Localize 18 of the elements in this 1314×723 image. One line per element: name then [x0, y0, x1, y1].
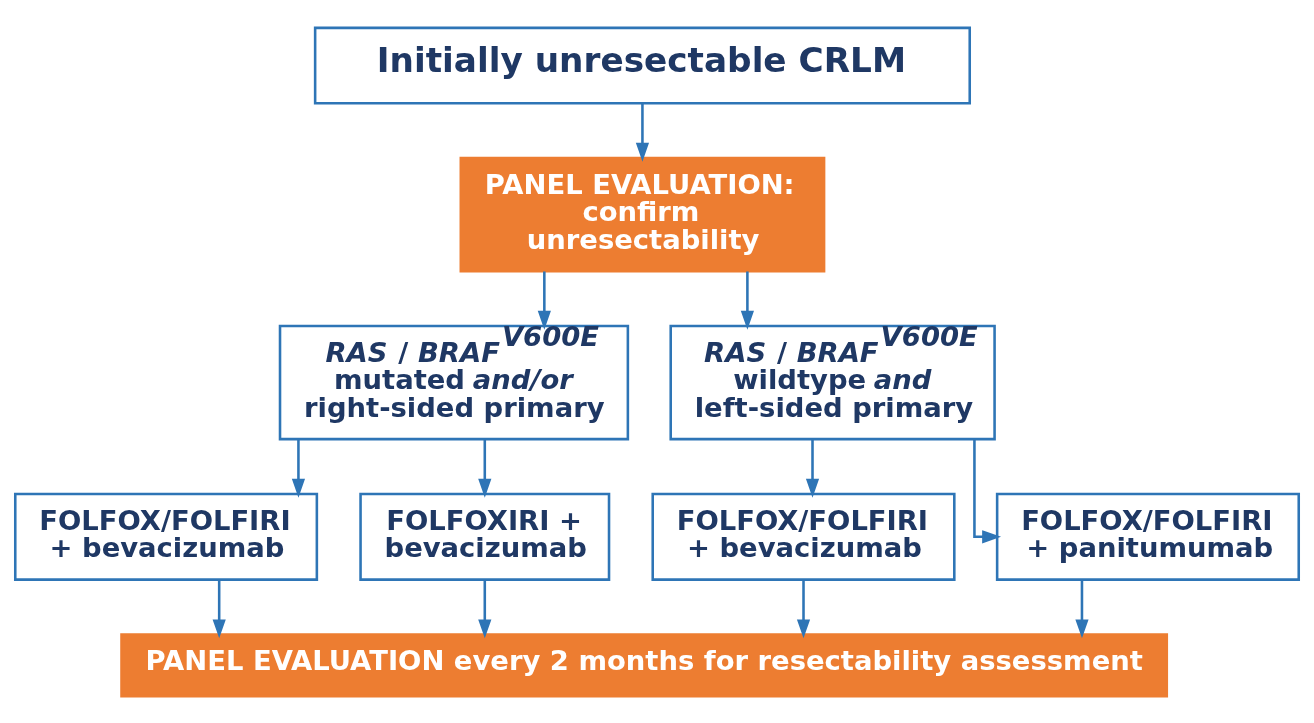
node-box: FOLFOX/FOLFIRI + panitumumab — [995, 492, 1300, 581]
node-box: PANEL EVALUATION: confirm unresectability — [459, 156, 826, 272]
arrow — [478, 438, 492, 498]
arrow — [1075, 579, 1089, 638]
node-box: PANEL EVALUATION every 2 months for resectability assessment — [120, 632, 1169, 697]
arrow — [537, 271, 551, 330]
arrow — [635, 103, 650, 162]
node-box: Initially unresectable CRLM — [313, 26, 971, 105]
arrow — [805, 438, 820, 498]
arrow — [478, 579, 492, 638]
arrow — [740, 271, 754, 330]
arrow — [291, 438, 306, 498]
node-box: FOLFOX/FOLFIRI + bevacizumab — [14, 492, 319, 581]
node-box: FOLFOXIRI + bevacizumab — [359, 492, 611, 581]
arrow — [973, 438, 1002, 543]
node-box: FOLFOX/FOLFIRI + bevacizumab — [651, 492, 956, 581]
arrow — [212, 579, 226, 638]
arrow — [796, 579, 811, 638]
